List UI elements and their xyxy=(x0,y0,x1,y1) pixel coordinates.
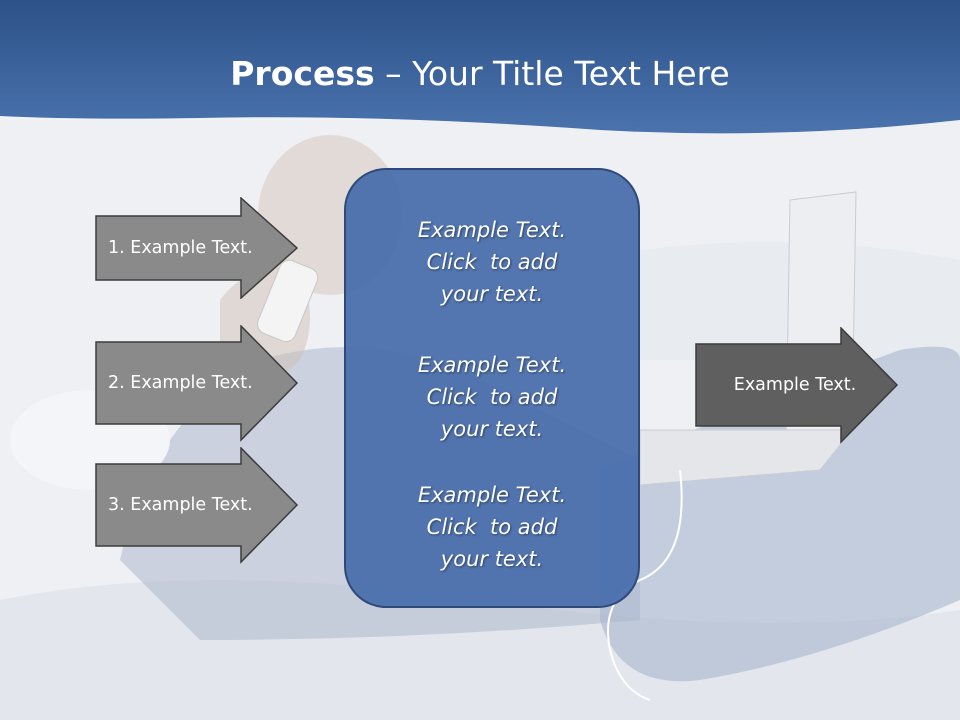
arrow-right-icon xyxy=(95,197,299,299)
center-text-line: Example Text. xyxy=(417,353,567,377)
center-text-line: Click to add xyxy=(426,515,558,539)
input-arrow-label: 2. Example Text. xyxy=(108,373,253,393)
center-text-line: Click to add xyxy=(426,385,558,409)
center-text-block-2[interactable]: Example Text. Click to add your text. xyxy=(346,349,638,445)
slide-title[interactable]: Process – Your Title Text Here xyxy=(0,52,960,96)
arrow-right-icon xyxy=(95,447,299,564)
output-arrow[interactable]: Example Text. xyxy=(695,327,899,445)
input-arrow-label: 3. Example Text. xyxy=(108,495,253,515)
center-text-block-3[interactable]: Example Text. Click to add your text. xyxy=(346,479,638,575)
input-arrow-3[interactable]: 3. Example Text. xyxy=(95,447,299,567)
output-arrow-label: Example Text. xyxy=(733,375,857,395)
center-text-line: your text. xyxy=(440,417,544,441)
input-arrow-label: 1. Example Text. xyxy=(108,238,253,258)
input-arrow-1[interactable]: 1. Example Text. xyxy=(95,197,299,299)
arrow-right-icon xyxy=(95,325,299,442)
center-text-line: your text. xyxy=(440,282,544,306)
center-text-line: your text. xyxy=(440,547,544,571)
arrow-right-icon xyxy=(695,327,899,444)
banner-shape xyxy=(0,0,960,134)
title-rest: – Your Title Text Here xyxy=(374,54,730,93)
title-banner: Process – Your Title Text Here xyxy=(0,0,960,140)
title-bold: Process xyxy=(230,54,375,93)
center-text-line: Example Text. xyxy=(417,483,567,507)
center-text-line: Example Text. xyxy=(417,218,567,242)
center-text-block-1[interactable]: Example Text. Click to add your text. xyxy=(346,214,638,310)
input-arrow-2[interactable]: 2. Example Text. xyxy=(95,325,299,445)
center-text-line: Click to add xyxy=(426,250,558,274)
center-process-box[interactable]: Example Text. Click to add your text. Ex… xyxy=(344,168,640,608)
